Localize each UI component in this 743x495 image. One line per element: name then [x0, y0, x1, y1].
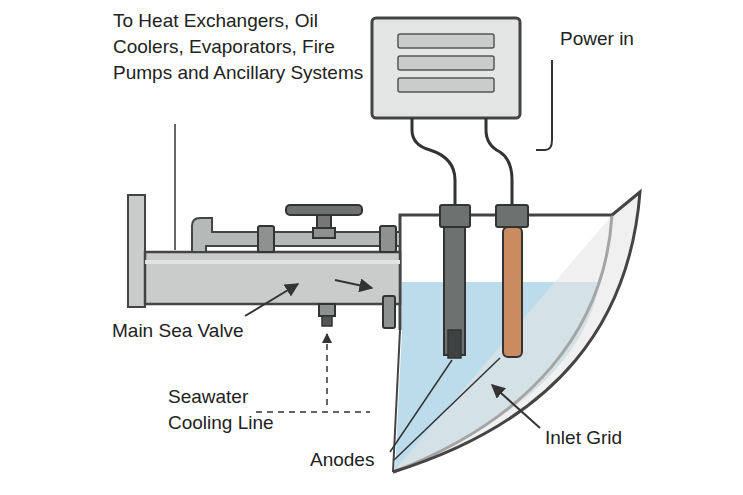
- destination-label: To Heat Exchangers, Oil Coolers, Evapora…: [113, 8, 375, 86]
- power-wire: [536, 60, 552, 150]
- valve-bonnet: [313, 228, 335, 238]
- pipe-highlight: [145, 260, 400, 264]
- anode-fitting: [496, 205, 528, 227]
- grid-label: Inlet Grid: [545, 425, 665, 451]
- anode-rod: [503, 227, 522, 357]
- drain-fitting: [319, 304, 335, 316]
- main-pipe: [145, 252, 400, 304]
- panel-slat: [398, 34, 494, 48]
- leader-line: [394, 358, 500, 460]
- flow-arrow: [335, 280, 372, 288]
- pipe-flange: [380, 226, 396, 252]
- panel-slat: [398, 56, 494, 70]
- valve-handwheel: [286, 205, 362, 215]
- anode-fitting: [440, 205, 470, 227]
- line-label: Seawater Cooling Line: [168, 384, 298, 436]
- leader-line: [326, 334, 328, 405]
- valve-label: Main Sea Valve: [112, 318, 282, 344]
- panel-slat: [398, 78, 494, 92]
- leader-line: [174, 124, 176, 250]
- anode-label: Anodes: [310, 447, 390, 473]
- leader-line: [390, 360, 452, 452]
- end-plate: [128, 195, 145, 307]
- anode-cable: [486, 118, 512, 205]
- leader-line: [492, 385, 540, 428]
- anode-cable: [412, 118, 455, 205]
- control-panel: [372, 18, 520, 118]
- pipe-flange: [383, 296, 395, 328]
- anode-tip: [448, 330, 461, 358]
- sea-chest-wall: [393, 330, 400, 472]
- branch-pipe: [192, 218, 400, 252]
- power-label: Power in: [560, 26, 670, 52]
- leader-line: [245, 284, 298, 316]
- drain-fitting: [322, 316, 332, 326]
- pipe-flange: [258, 226, 274, 252]
